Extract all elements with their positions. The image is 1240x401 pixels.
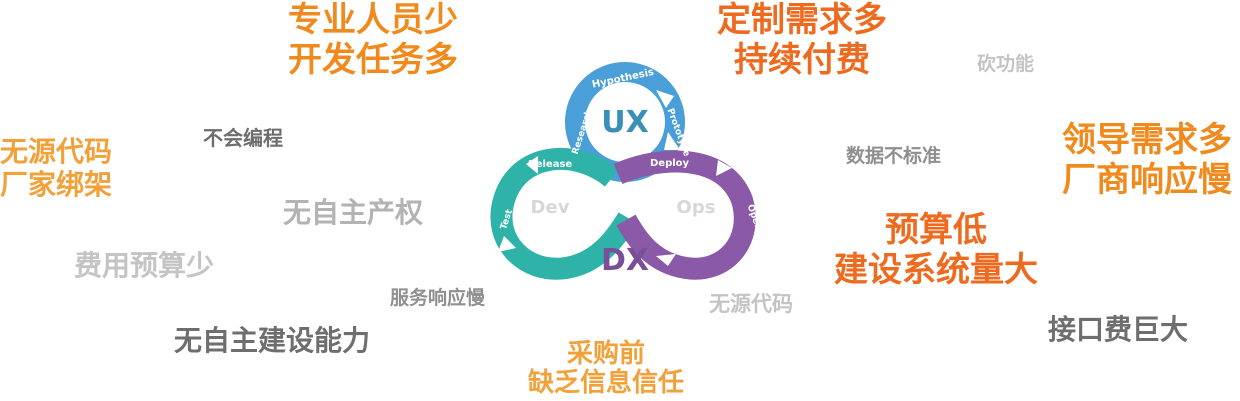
- phrase-leader-demands: 领导需求多 厂商响应慢: [1062, 120, 1232, 200]
- ux-label: UX: [601, 105, 649, 140]
- phrase-line: 开发任务多: [288, 40, 458, 81]
- phrase-low-budget: 预算低 建设系统量大: [834, 210, 1038, 290]
- phrase-data-not-standard: 数据不标准: [846, 145, 942, 167]
- phrase-custom-demands: 定制需求多 持续付费: [717, 0, 887, 80]
- ux-dx-devops-loop-diagram: Hypothesis Prototype Research Release De…: [490, 62, 768, 280]
- phrase-line: 预算低: [885, 210, 987, 250]
- phrase-pre-purchase-trust: 采购前 缺乏信息信任: [528, 340, 684, 397]
- phrase-cannot-program: 不会编程: [203, 126, 283, 150]
- phrase-no-source-vendor-lock: 无源代码 厂家绑架: [0, 135, 112, 201]
- ops-loop: [613, 150, 756, 280]
- phrase-no-ownership: 无自主产权: [283, 196, 424, 229]
- label-deploy: Deploy: [650, 158, 690, 169]
- phrase-line: 专业人员少: [288, 0, 458, 40]
- phrase-line: 定制需求多: [717, 0, 887, 40]
- phrase-slow-service: 服务响应慢: [390, 287, 486, 309]
- phrase-line: 厂商响应慢: [1062, 160, 1232, 201]
- phrase-line: 采购前: [567, 339, 646, 369]
- phrase-no-self-build-ability: 无自主建设能力: [174, 324, 371, 357]
- phrase-cut-features: 砍功能: [977, 53, 1035, 75]
- phrase-huge-interface-fee: 接口费巨大: [1048, 313, 1189, 346]
- dev-label: Dev: [531, 197, 570, 218]
- phrase-line: 厂家绑架: [0, 168, 113, 202]
- phrase-line: 建设系统量大: [834, 250, 1038, 291]
- phrase-few-professionals: 专业人员少 开发任务多: [288, 0, 458, 80]
- ops-label: Ops: [677, 197, 716, 218]
- label-release: Release: [528, 159, 572, 170]
- phrase-line: 领导需求多: [1062, 120, 1232, 160]
- phrase-small-budget: 费用预算少: [74, 249, 215, 282]
- phrase-line: 持续付费: [734, 40, 870, 81]
- phrase-line: 缺乏信息信任: [528, 367, 685, 398]
- phrase-no-source-code: 无源代码: [709, 292, 793, 316]
- dev-loop: [490, 148, 638, 280]
- phrase-line: 无源代码: [0, 135, 113, 168]
- dx-label: DX: [601, 243, 649, 278]
